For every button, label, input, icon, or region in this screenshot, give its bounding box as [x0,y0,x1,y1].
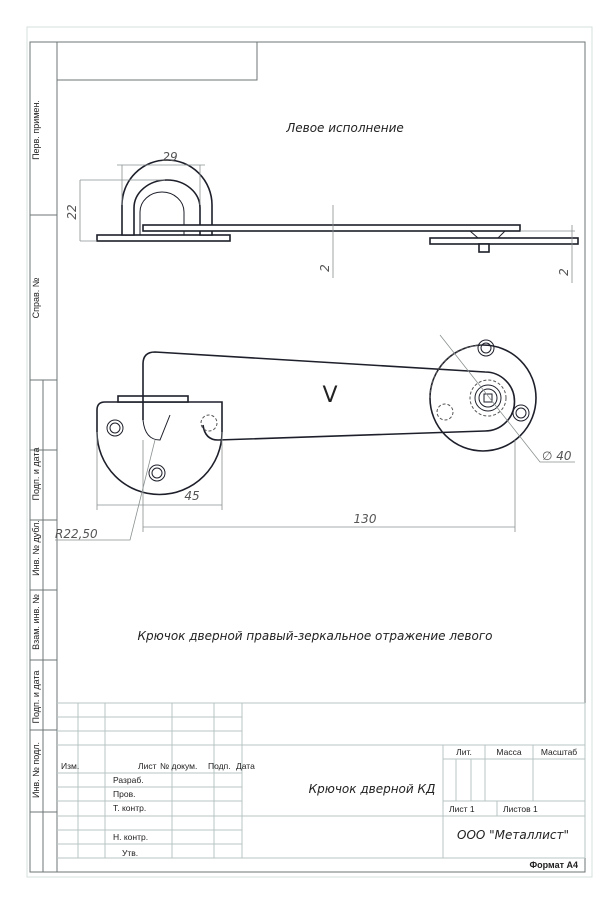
screw-icon [200,414,218,432]
dim-length: 130 [354,512,377,526]
screw-icon [148,464,166,482]
screw-icon [436,403,454,421]
company-name: ООО "Металлист" [457,828,569,842]
format-label: Формат А4 [529,860,578,870]
strip-label: Инв. № дубл. [31,520,41,576]
role-label: Разраб. [113,775,144,785]
dim-width-plate: 45 [184,489,199,503]
col-date: Дата [236,761,255,771]
screw-icon [477,339,495,357]
mass-label: Масса [496,747,521,757]
hinge-plate [429,237,579,245]
screw-icon [512,404,530,422]
hook-arm [142,351,516,441]
page-border [26,26,593,878]
hinge-hub [469,379,507,417]
view-title: Левое исполнение [285,121,404,135]
role-label: Пров. [113,789,135,799]
plan-view: V 45 130 R22,50 ∅ 40 [55,334,575,541]
strip-label: Справ. № [31,277,41,318]
dim-width-top: 29 [162,150,177,164]
col-izm: Изм. [61,761,79,771]
hook-arch [121,159,213,236]
top-view: 29 22 2 2 [65,150,579,283]
mount-plate [96,401,223,496]
role-label: Утв. [122,848,138,858]
hook-bar [142,224,521,232]
strip-label: Перв. примен. [31,100,41,160]
role-label: Т. контр. [113,803,146,813]
lit-label: Лит. [456,747,472,757]
strip-label: Инв. № подл. [31,742,41,798]
drawing-name: Крючок дверной КД [309,782,436,796]
col-doc: № докум. [160,761,197,771]
strip-label: Взам. инв. № [31,594,41,650]
drawing-caption: Крючок дверной правый-зеркальное отражен… [138,629,493,643]
view-marker: V [322,383,337,408]
strip-label: Подп. и дата [31,670,41,723]
dim-height-top: 22 [65,204,79,219]
sheet-label: Лист 1 [449,804,475,814]
sheets-label: Листов 1 [503,804,538,814]
dim-gap-center: 2 [318,264,332,272]
col-list: Лист [138,761,157,771]
side-strip: Перв. примен. Справ. № Подп. и дата Инв.… [29,41,58,873]
top-left-box [56,41,258,81]
title-block: Изм. Лист № докум. Подп. Дата Разраб. Пр… [57,702,586,859]
dim-diameter: ∅ 40 [542,449,572,463]
dim-radius: R22,50 [55,527,98,541]
dim-gap-right: 2 [557,268,571,276]
strip-label: Подп. и дата [31,447,41,500]
screw-icon [106,419,124,437]
role-label: Н. контр. [113,832,148,842]
scale-label: Масштаб [541,747,577,757]
col-sign: Подп. [208,761,231,771]
